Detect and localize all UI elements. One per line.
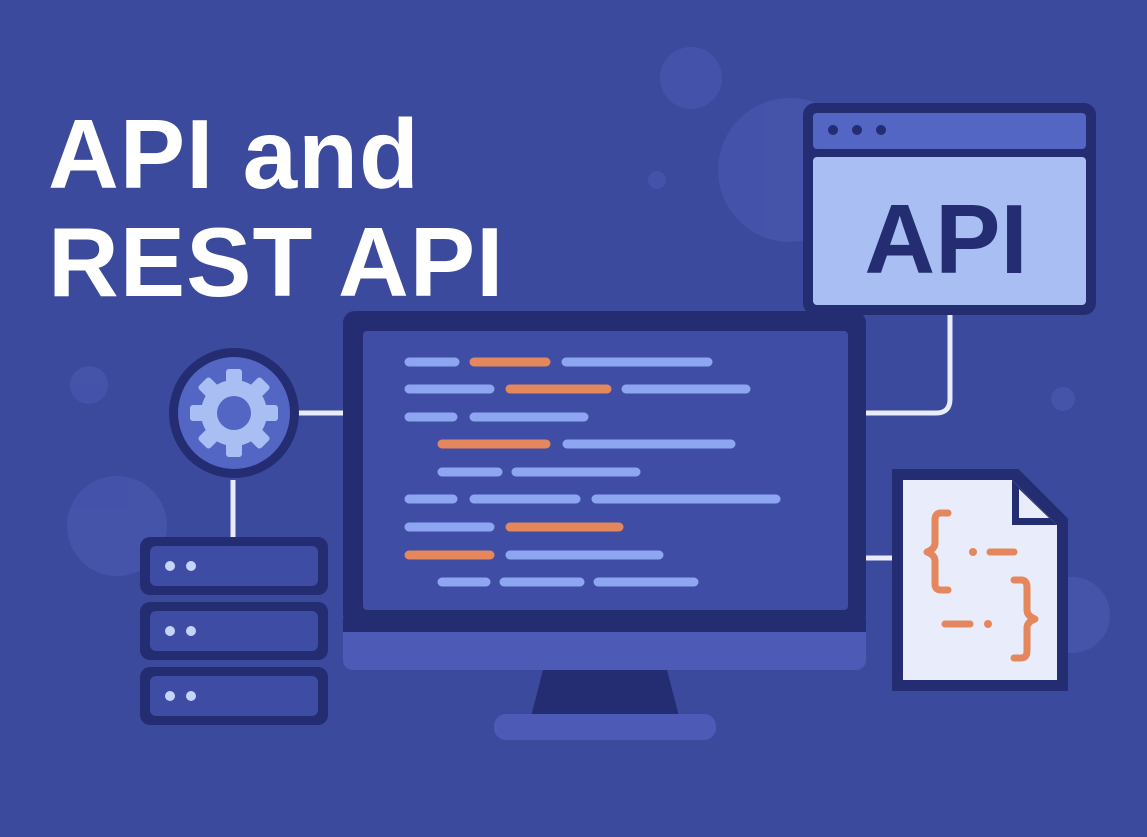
connector-lines bbox=[230, 312, 953, 561]
json-brace-left bbox=[923, 509, 1039, 662]
monitor-stand bbox=[530, 670, 680, 720]
window-dot bbox=[876, 125, 886, 135]
window-dot bbox=[828, 125, 838, 135]
title-line-1: API and bbox=[48, 99, 420, 209]
json-document-icon bbox=[892, 469, 1068, 691]
server-stack-icon bbox=[140, 537, 328, 725]
page-title: API and REST API bbox=[48, 100, 504, 316]
browser-window-icon: API bbox=[803, 103, 1096, 315]
monitor-base bbox=[494, 714, 716, 740]
window-dot bbox=[852, 125, 862, 135]
gear-icon bbox=[169, 348, 299, 478]
title-line-2: REST API bbox=[48, 207, 505, 317]
code-lines bbox=[404, 357, 781, 587]
api-window-label: API bbox=[864, 184, 1027, 294]
